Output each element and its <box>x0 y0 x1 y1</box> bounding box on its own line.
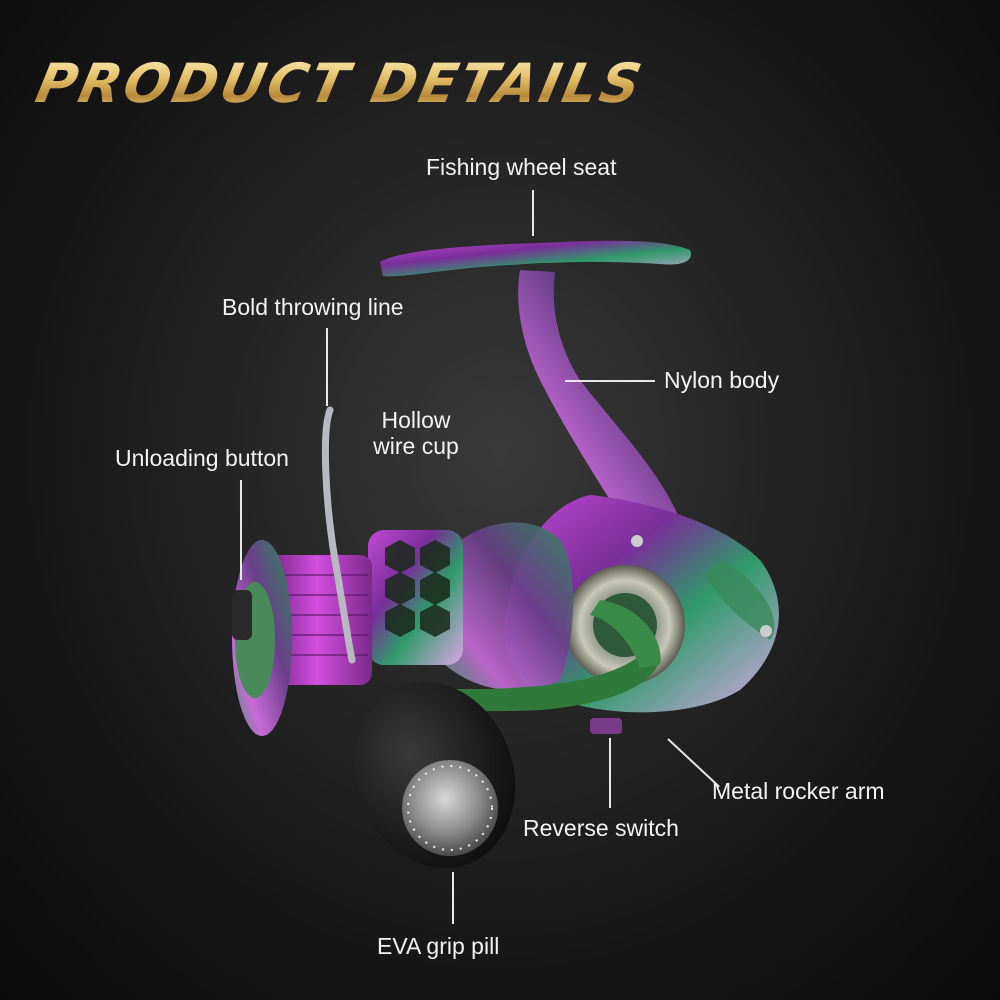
leader-line <box>452 872 454 924</box>
label-nylon-body: Nylon body <box>664 367 780 393</box>
label-reverse-switch: Reverse switch <box>523 815 679 841</box>
bail-wire-shape <box>321 406 356 664</box>
leader-line <box>240 480 242 580</box>
label-metal-rocker-arm: Metal rocker arm <box>712 778 885 804</box>
rotor-shape <box>440 522 574 691</box>
rocker-arm-shape <box>420 645 660 712</box>
label-hollow-wire-cup: Hollow wire cup <box>366 407 466 459</box>
leader-line <box>565 380 655 382</box>
label-bold-throwing-line: Bold throwing line <box>222 294 404 320</box>
leader-line <box>532 190 534 236</box>
screw-icon <box>631 535 643 547</box>
reel-stem-shape <box>518 270 680 520</box>
knob-cap-icon <box>402 760 498 856</box>
label-eva-grip-pill: EVA grip pill <box>377 933 500 959</box>
leader-line <box>609 738 611 808</box>
reel-seat-shape <box>380 240 691 277</box>
unloading-button-shape <box>232 590 252 640</box>
reverse-switch-shape <box>590 718 622 734</box>
label-hollow-wire-cup-line2: wire cup <box>373 433 459 459</box>
label-hollow-wire-cup-line1: Hollow <box>381 407 451 433</box>
label-unloading-button: Unloading button <box>115 445 289 471</box>
leader-line <box>326 328 328 406</box>
screw-icon <box>760 625 772 637</box>
label-fishing-wheel-seat: Fishing wheel seat <box>426 154 617 180</box>
